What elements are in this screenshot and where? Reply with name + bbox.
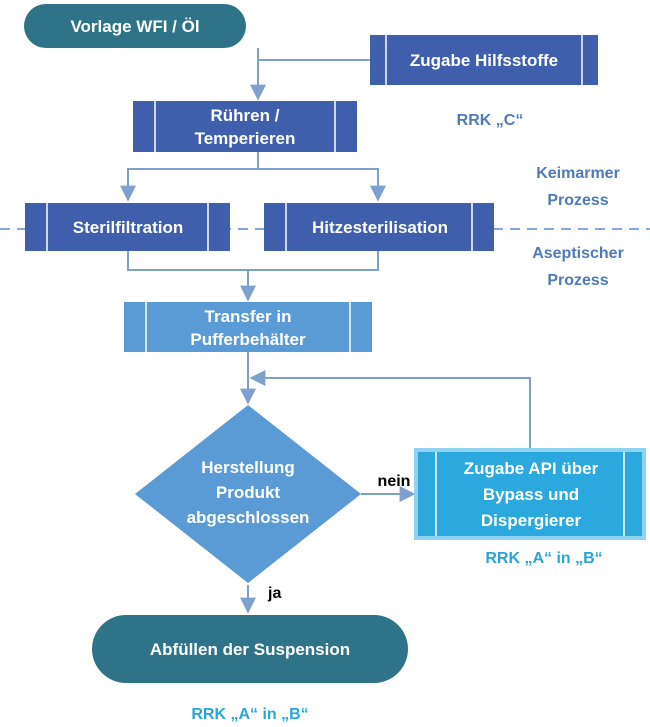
note-low-germ-line1: Keimarmer — [536, 165, 620, 182]
node-stir-label-line2: Temperieren — [195, 129, 296, 148]
node-heat-sterilisation-label: Hitzesterilisation — [312, 218, 448, 237]
node-sterile-filtration-label: Sterilfiltration — [73, 218, 184, 237]
node-end-label: Abfüllen der Suspension — [150, 640, 350, 659]
node-transfer-label-line2: Pufferbehälter — [190, 330, 306, 349]
node-api-label-line1: Zugabe API über — [464, 459, 599, 478]
node-transfer: Transfer in Pufferbehälter — [124, 302, 372, 352]
note-aseptic-line1: Aseptischer — [532, 245, 624, 262]
node-start: Vorlage WFI / Öl — [24, 4, 246, 48]
node-heat-sterilisation: Hitzesterilisation — [264, 203, 494, 251]
node-decision-label-line3: abgeschlossen — [187, 508, 310, 527]
note-aseptic-line2: Prozess — [547, 272, 608, 289]
edge-label-no: nein — [378, 473, 411, 490]
edge-filtration-to-merge — [127, 251, 379, 271]
node-end: Abfüllen der Suspension — [92, 615, 408, 683]
node-stir-temper: Rühren / Temperieren — [133, 101, 357, 152]
node-additives: Zugabe Hilfsstoffe — [370, 35, 598, 85]
connectors — [120, 48, 531, 614]
node-decision: Herstellung Produkt abgeschlossen — [135, 405, 361, 583]
node-sterile-filtration: Sterilfiltration — [25, 203, 230, 251]
edge-stir-split — [120, 168, 386, 202]
note-rrk-end: RRK „A“ in „B“ — [191, 706, 308, 723]
node-api-label-line3: Dispergierer — [481, 511, 582, 530]
edge-label-yes: ja — [267, 585, 281, 602]
node-start-label: Vorlage WFI / Öl — [70, 17, 199, 36]
note-rrk-api: RRK „A“ in „B“ — [485, 550, 602, 567]
note-low-germ-line2: Prozess — [547, 192, 608, 209]
node-stir-label-line1: Rühren / — [211, 106, 280, 125]
edge-api-loop-back — [249, 370, 531, 448]
node-api-addition: Zugabe API über Bypass und Dispergierer — [414, 448, 646, 540]
node-transfer-label-line1: Transfer in — [205, 307, 292, 326]
node-decision-label-line1: Herstellung — [201, 458, 295, 477]
node-decision-label-line2: Produkt — [216, 483, 281, 502]
node-api-label-line2: Bypass und — [483, 485, 579, 504]
note-rrk-c: RRK „C“ — [457, 112, 524, 129]
node-additives-label: Zugabe Hilfsstoffe — [410, 51, 558, 70]
